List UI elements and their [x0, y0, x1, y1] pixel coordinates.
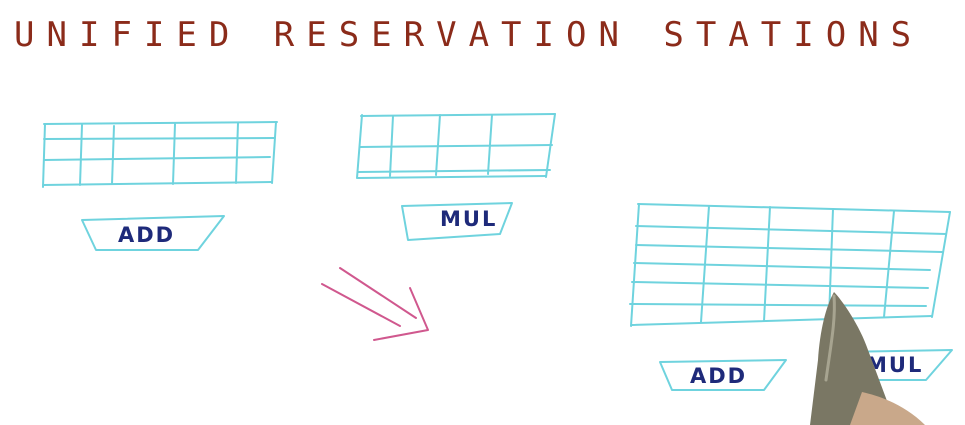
mul-functional-unit-top: MUL: [401, 202, 513, 241]
unified-reservation-station-table: [629, 203, 951, 327]
add-functional-unit-top: ADD: [81, 215, 225, 251]
marker-body: [810, 292, 896, 425]
mul-reservation-station-table: [356, 113, 556, 179]
mul-unit-shape-top: [401, 202, 513, 241]
add-functional-unit-bottom: ADD: [659, 359, 787, 391]
transition-arrow: [321, 267, 429, 341]
mul-unit-label-top: MUL: [440, 207, 497, 231]
hand-skin: [850, 392, 925, 425]
add-unit-shape-top: [81, 215, 225, 251]
add-unit-label-bottom: ADD: [690, 364, 747, 388]
marker-hand: [810, 292, 925, 425]
add-unit-shape-bottom: [659, 359, 787, 391]
page-title: UNIFIED RESERVATION STATIONS: [14, 15, 923, 55]
add-reservation-station-table: [42, 121, 278, 188]
marker-highlight: [824, 294, 836, 382]
add-unit-label-top: ADD: [118, 223, 175, 247]
